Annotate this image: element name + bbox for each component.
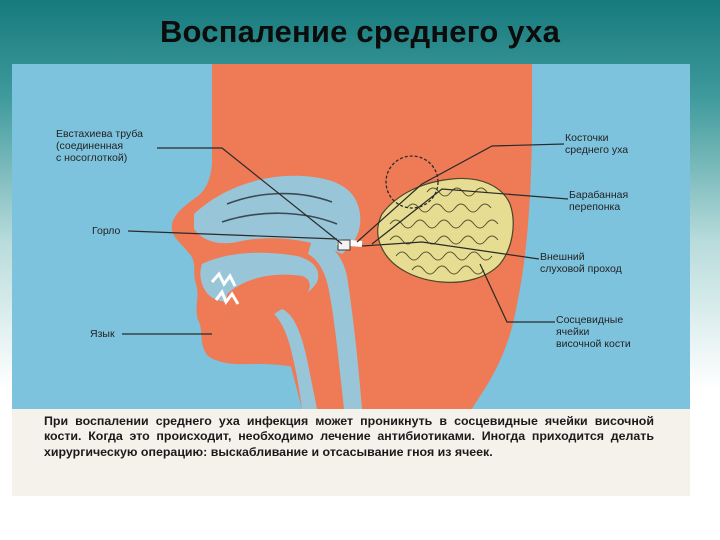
diagram-caption: При воспалении среднего уха инфекция мож… [44,414,654,459]
leader-mastoid [479,263,555,323]
leader-lines [122,143,569,335]
turbinate-line-1 [226,192,333,205]
turbinate-line-2 [221,212,338,225]
eustachian-tube-opening [337,239,351,251]
teeth [210,271,240,306]
nasal-cavity [194,175,361,254]
label-mastoid-cells: Сосцевидные ячейки височной кости [556,314,631,350]
middle-ear-outline [385,155,439,209]
airway-front [274,309,317,409]
label-tongue: Язык [90,328,115,340]
label-eardrum: Барабанная перепонка [569,189,629,213]
diagram-illustration [12,64,690,409]
ear-diagram: Евстахиева труба (соединенная с носоглот… [12,64,690,496]
label-ossicles: Косточки среднего уха [565,132,629,156]
tongue-shape [227,274,310,309]
leader-eustachian [157,147,343,245]
leader-ossicles [356,143,565,243]
label-ear-canal: Внешний слуховой проход [540,251,622,275]
leader-throat [127,230,338,240]
slide-title: Воспаление среднего уха [159,14,561,49]
pharynx [308,239,362,409]
label-eustachian-tube: Евстахиева труба (соединенная с носоглот… [56,128,143,164]
leader-ear-canal [361,241,540,260]
label-throat: Горло [92,225,121,237]
leader-eardrum [371,188,569,245]
mastoid-texture [389,187,499,275]
